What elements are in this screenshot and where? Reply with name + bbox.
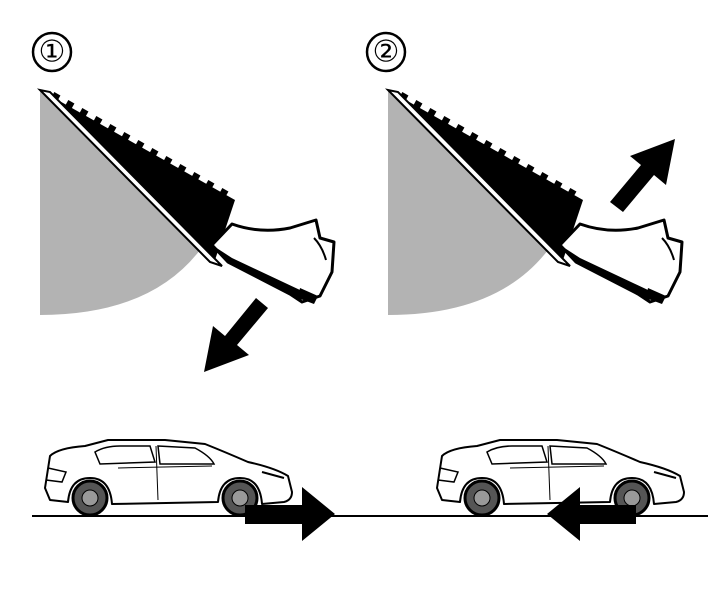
press-arrow-icon — [204, 298, 268, 372]
panel-1: ① — [31, 31, 336, 541]
backward-arrow-icon — [547, 487, 636, 541]
step-marker-circle-1 — [31, 31, 73, 73]
step-marker-1: ① — [39, 35, 66, 70]
panel-2: ② — [365, 31, 686, 541]
foot-icon — [210, 218, 336, 306]
release-arrow-icon — [610, 139, 675, 212]
step-marker-circle-2 — [365, 31, 407, 73]
foot-icon — [558, 218, 684, 306]
forward-arrow-icon — [245, 487, 335, 541]
step-marker-2: ② — [373, 35, 400, 70]
accelerator-pedal-icon — [39, 89, 236, 316]
car-icon — [43, 438, 294, 517]
accelerator-pedal-icon — [387, 89, 584, 316]
